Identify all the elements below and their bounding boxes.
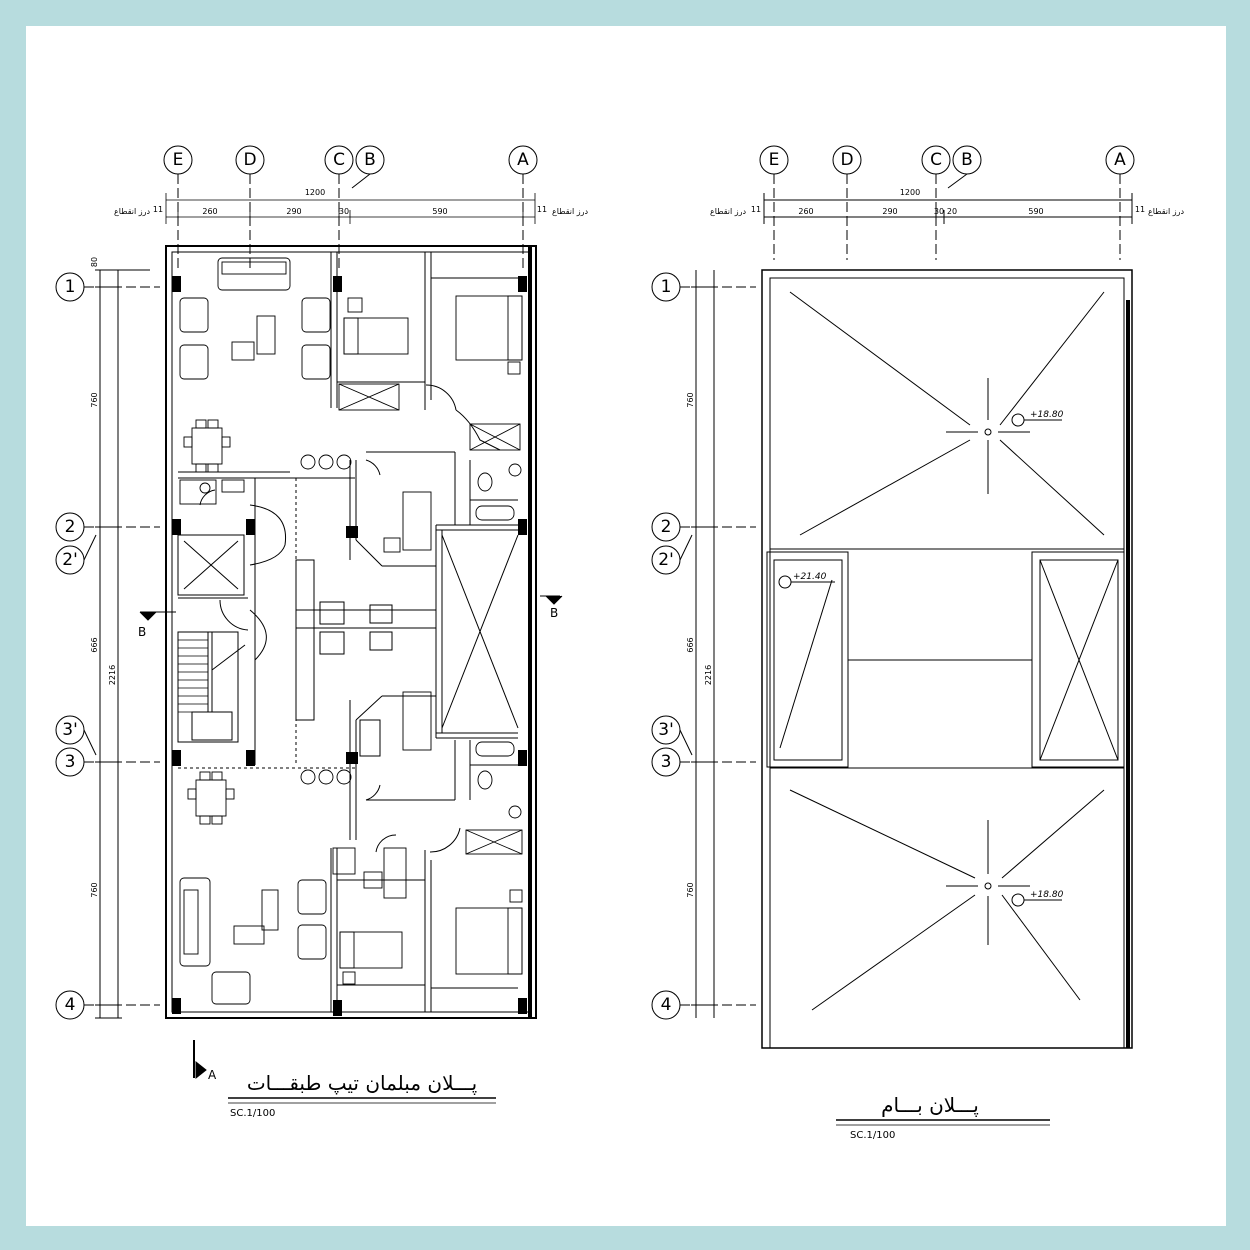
dim-2216: 2216 [108, 665, 117, 685]
axis-label-d: D [243, 150, 256, 170]
roof-axis-label-a: A [1114, 150, 1126, 170]
left-span-b-a: 590 [432, 207, 447, 216]
section-mark-b-left: B [138, 625, 146, 639]
right-column-axis-labels: E D C B A [769, 150, 1127, 170]
right-row-axes [651, 270, 756, 1020]
roof-axis-label-2: 2 [661, 517, 672, 537]
left-edge-value-l: 11 [153, 205, 163, 214]
dim-666: 666 [90, 637, 99, 652]
axis-label-e: E [173, 150, 184, 170]
roof-level-lower: +18.80 [1030, 890, 1064, 900]
left-vertical-dimensions: 80 760 666 2216 760 [90, 257, 117, 898]
right-span-e-d: 260 [798, 207, 813, 216]
left-span-d-c: 290 [286, 207, 301, 216]
right-vertical-dimensions: 760 666 2216 760 [686, 392, 713, 897]
roof-level-upper: +18.80 [1030, 410, 1064, 420]
left-plan-title: پـــلان مبلمان تیپ طبقـــات [247, 1071, 477, 1096]
roof-axis-label-c: C [930, 150, 942, 170]
dim-760a: 760 [90, 392, 99, 407]
axis-label-b: B [364, 150, 376, 170]
axis-label-3p: 3' [62, 720, 78, 740]
roof-dim-666: 666 [686, 637, 695, 652]
floor-plan [165, 245, 537, 1019]
roof-dim-760b: 760 [686, 882, 695, 897]
axis-label-4: 4 [65, 995, 76, 1015]
drawing-sheet: E D C B A 1200 260 290 30 590 درز انقطاع… [26, 26, 1226, 1226]
roof-axis-label-3: 3 [661, 752, 672, 772]
axis-label-c: C [333, 150, 345, 170]
right-plan-title: پـــلان بـــام [881, 1093, 979, 1118]
architectural-drawing: E D C B A 1200 260 290 30 590 درز انقطاع… [55, 145, 1185, 1141]
roof-axis-label-b: B [961, 150, 973, 170]
left-row-axis-labels: 1 2 2' 3' 3 4 [62, 277, 78, 1015]
right-span-b-a: 590 [1028, 207, 1043, 216]
left-span-c-b: 30 [339, 207, 349, 216]
left-top-dimensions [165, 193, 536, 224]
right-span-c: 30 [934, 207, 944, 216]
roof-axis-label-d: D [840, 150, 853, 170]
right-span-d-c: 290 [882, 207, 897, 216]
roof-axis-label-2p: 2' [658, 550, 674, 570]
left-edge-label-l: درز انقطاع [114, 207, 151, 216]
left-overall-width: 1200 [305, 188, 325, 197]
roof-dim-760a: 760 [686, 392, 695, 407]
right-edge-value-l: 11 [751, 205, 761, 214]
roof-axis-label-e: E [769, 150, 780, 170]
axis-label-2p: 2' [62, 550, 78, 570]
roof-axis-label-4: 4 [661, 995, 672, 1015]
left-edge-label-r: درز انقطاع [552, 207, 589, 216]
axis-label-1: 1 [65, 277, 76, 297]
axis-label-3: 3 [65, 752, 76, 772]
left-span-e-d: 260 [202, 207, 217, 216]
left-row-axes [55, 269, 160, 1020]
left-plan-scale: SC.1/100 [230, 1108, 275, 1119]
roof-axis-label-1: 1 [661, 277, 672, 297]
dim-760b: 760 [90, 882, 99, 897]
section-mark-a: A [208, 1068, 217, 1082]
roof-level-stair: +21.40 [793, 572, 827, 582]
right-span-b: 20 [947, 207, 957, 216]
section-markers [139, 595, 563, 1080]
right-edge-label-r: درز انقطاع [1148, 207, 1185, 216]
left-edge-value-r: 11 [537, 205, 547, 214]
left-column-axis-labels: E D C B A [173, 150, 530, 170]
axis-label-a: A [517, 150, 529, 170]
furniture [179, 257, 523, 1005]
left-column-axes [163, 145, 538, 270]
section-mark-b-right: B [550, 606, 558, 620]
roof-plan [761, 269, 1133, 1049]
roof-axis-label-3p: 3' [658, 720, 674, 740]
right-plan-scale: SC.1/100 [850, 1130, 895, 1141]
roof-dim-2216: 2216 [704, 665, 713, 685]
right-overall-width: 1200 [900, 188, 920, 197]
right-edge-value-r: 11 [1135, 205, 1145, 214]
dim-80: 80 [90, 257, 99, 267]
axis-label-2: 2 [65, 517, 76, 537]
right-edge-label-l: درز انقطاع [710, 207, 747, 216]
right-column-axes [759, 145, 1135, 260]
right-row-axis-labels: 1 2 2' 3' 3 4 [658, 277, 674, 1015]
